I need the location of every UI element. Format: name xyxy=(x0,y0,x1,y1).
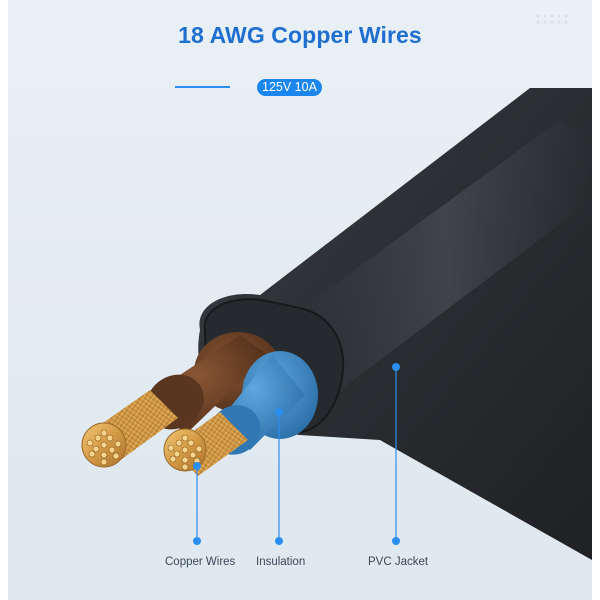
callout-dot-copper-bottom xyxy=(193,537,201,545)
callout-dot-copper-top xyxy=(193,462,201,470)
rating-badge: 125V 10A xyxy=(257,79,322,96)
page-title: 18 AWG Copper Wires xyxy=(178,22,422,48)
callout-dot-jacket-bottom xyxy=(392,537,400,545)
callout-label-copper-wires: Copper Wires xyxy=(165,556,236,568)
cable-cross-section-illustration xyxy=(81,88,592,560)
callout-dot-insulation-top xyxy=(275,408,283,416)
title-accent-line xyxy=(175,86,230,88)
callout-dot-insulation-bottom xyxy=(275,537,283,545)
decorative-dots-icon xyxy=(536,14,568,24)
product-image-panel: 18 AWG Copper Wires 125V 10A xyxy=(8,0,592,600)
callout-dot-jacket-top xyxy=(392,363,400,371)
callout-label-insulation: Insulation xyxy=(256,556,306,568)
callout-label-pvc-jacket: PVC Jacket xyxy=(368,556,429,568)
